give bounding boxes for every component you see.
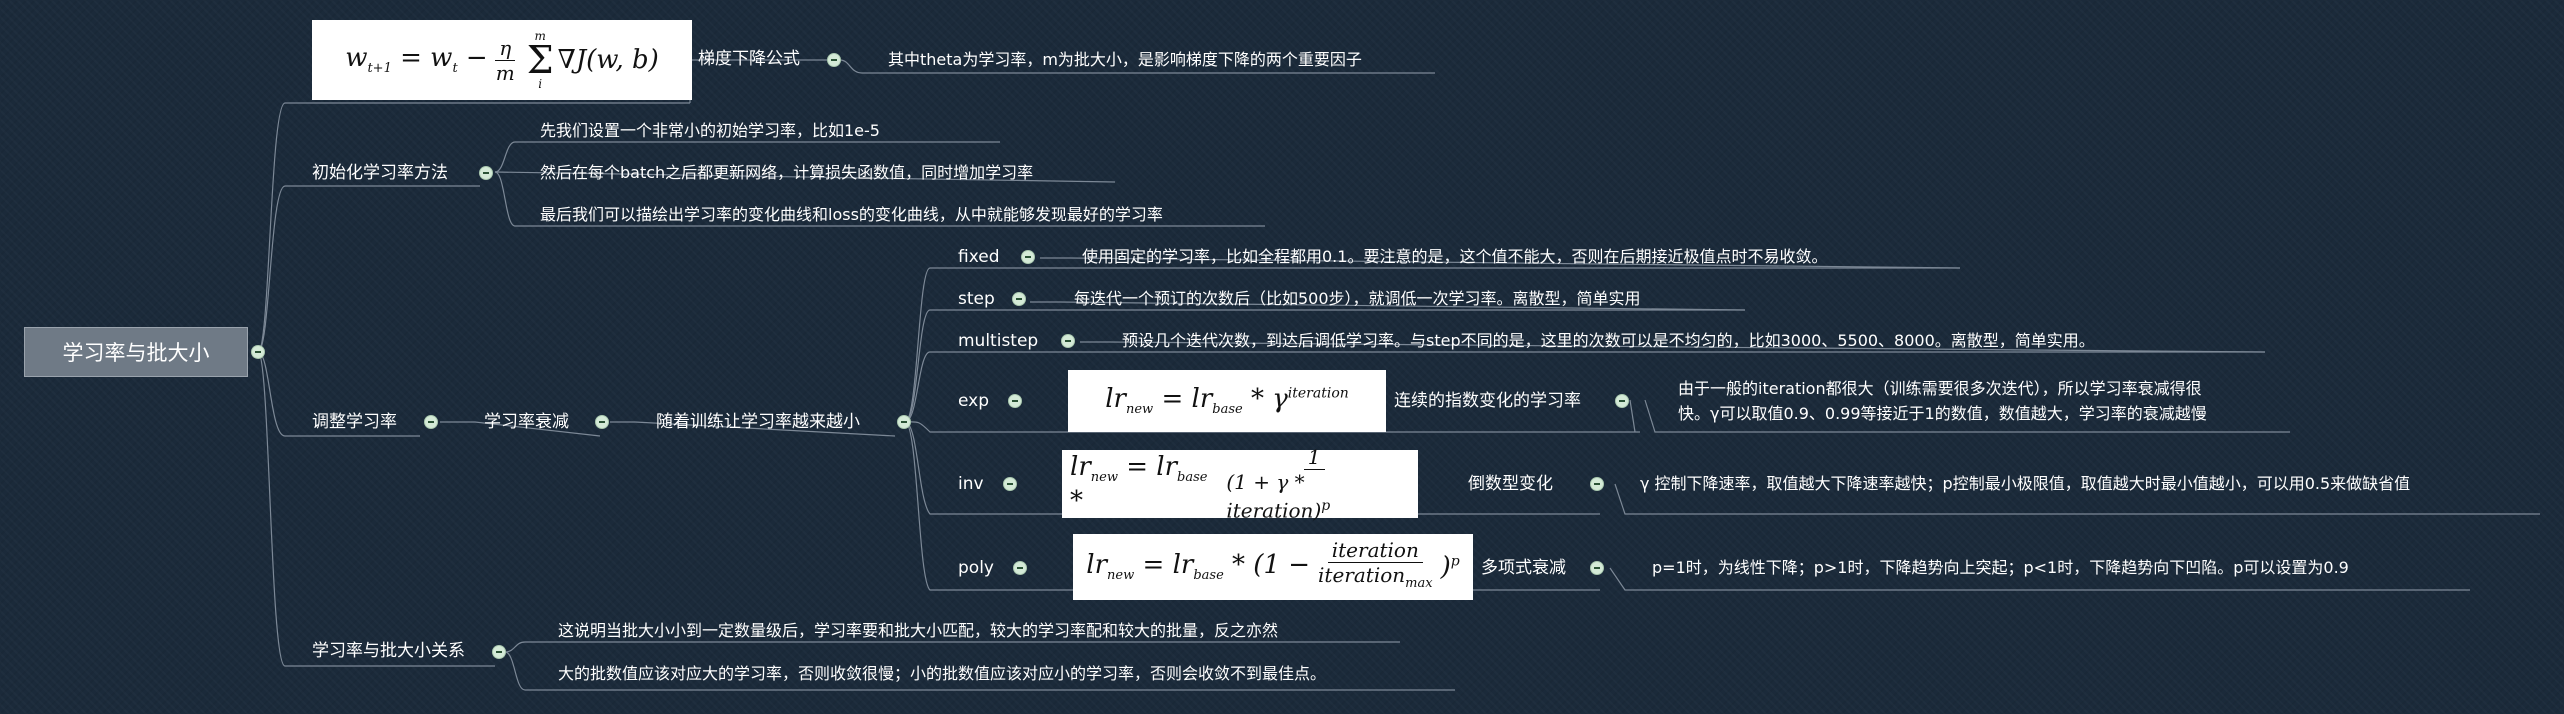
step-toggle-icon[interactable] <box>1012 292 1026 306</box>
relation-note-1[interactable]: 这说明当批大小小到一定数量级后，学习率要和批大小匹配，较大的学习率配和较大的批量… <box>558 621 1279 640</box>
inv-desc[interactable]: γ 控制下降速率，取值越大下降速率越快；p控制最小极限值，取值越大时最小值越小，… <box>1640 474 2411 493</box>
init-label[interactable]: 初始化学习率方法 <box>312 163 448 183</box>
fixed-desc[interactable]: 使用固定的学习率，比如全程都用0.1。要注意的是，这个值不能大，否则在后期接近极… <box>1082 247 1828 266</box>
exp-formula-image: lrnew = lrbase * γiteration <box>1068 370 1386 432</box>
policy-step[interactable]: step <box>958 289 995 309</box>
inv-toggle-icon[interactable] <box>1003 477 1017 491</box>
policy-fixed[interactable]: fixed <box>958 247 1000 267</box>
step-desc[interactable]: 每迭代一个预订的次数后（比如500步），就调低一次学习率。离散型，简单实用 <box>1074 289 1641 308</box>
decay-toggle-icon[interactable] <box>595 415 609 429</box>
poly-kind-toggle-icon[interactable] <box>1590 561 1604 575</box>
relation-toggle-icon[interactable] <box>492 645 506 659</box>
root-node[interactable]: 学习率与批大小 <box>24 327 248 377</box>
inv-formula-image: lrnew = lrbase * 1(1 + γ * iteration)p <box>1062 445 1418 523</box>
init-step-2[interactable]: 然后在每个batch之后都更新网络，计算损失函数值，同时增加学习率 <box>540 163 1034 182</box>
inv-kind[interactable]: 倒数型变化 <box>1468 474 1553 494</box>
init-step-3[interactable]: 最后我们可以描绘出学习率的变化曲线和loss的变化曲线，从中就能够发现最好的学习… <box>540 205 1163 224</box>
relation-note-2[interactable]: 大的批数值应该对应大的学习率，否则收敛很慢；小的批数值应该对应小的学习率，否则会… <box>558 664 1327 683</box>
decay-desc-toggle-icon[interactable] <box>897 415 911 429</box>
poly-toggle-icon[interactable] <box>1013 561 1027 575</box>
gradient-toggle-icon[interactable] <box>827 53 841 67</box>
exp-toggle-icon[interactable] <box>1008 394 1022 408</box>
adjust-toggle-icon[interactable] <box>424 415 438 429</box>
decay-desc[interactable]: 随着训练让学习率越来越小 <box>656 412 860 432</box>
inv-kind-toggle-icon[interactable] <box>1590 477 1604 491</box>
edge-root-relation <box>257 351 495 667</box>
edge-gradient-note <box>839 59 1435 74</box>
multistep-toggle-icon[interactable] <box>1061 334 1075 348</box>
exp-kind[interactable]: 连续的指数变化的学习率 <box>1394 391 1581 411</box>
gradient-formula-label[interactable]: 梯度下降公式 <box>698 49 800 69</box>
poly-kind[interactable]: 多项式衰减 <box>1481 558 1566 578</box>
policy-exp[interactable]: exp <box>958 391 990 411</box>
policy-inv[interactable]: inv <box>958 474 984 494</box>
edge-root-init <box>257 185 480 353</box>
adjust-label[interactable]: 调整学习率 <box>312 412 397 432</box>
exp-kind-toggle-icon[interactable] <box>1615 394 1629 408</box>
root-toggle-icon[interactable] <box>251 345 265 359</box>
policy-multistep[interactable]: multistep <box>958 331 1039 351</box>
init-toggle-icon[interactable] <box>479 166 493 180</box>
exp-desc-2[interactable]: 快。γ可以取值0.9、0.99等接近于1的数值，数值越大，学习率的衰减越慢 <box>1678 404 2207 423</box>
decay-label[interactable]: 学习率衰减 <box>484 412 569 432</box>
exp-desc-1[interactable]: 由于一般的iteration都很大（训练需要很多次迭代），所以学习率衰减得很 <box>1678 379 2202 398</box>
gradient-note[interactable]: 其中theta为学习率，m为批大小，是影响梯度下降的两个重要因子 <box>888 50 1362 69</box>
edge-root-gradient <box>257 102 690 353</box>
fixed-toggle-icon[interactable] <box>1021 250 1035 264</box>
poly-desc[interactable]: p=1时，为线性下降；p>1时，下降趋势向上突起；p<1时，下降趋势向下凹陷。p… <box>1652 558 2349 577</box>
relation-label[interactable]: 学习率与批大小关系 <box>312 641 465 661</box>
policy-poly[interactable]: poly <box>958 558 994 578</box>
multistep-desc[interactable]: 预设几个迭代次数，到达后调低学习率。与step不同的是，这里的次数可以是不均匀的… <box>1122 331 2095 350</box>
init-step-1[interactable]: 先我们设置一个非常小的初始学习率，比如1e-5 <box>540 121 880 140</box>
